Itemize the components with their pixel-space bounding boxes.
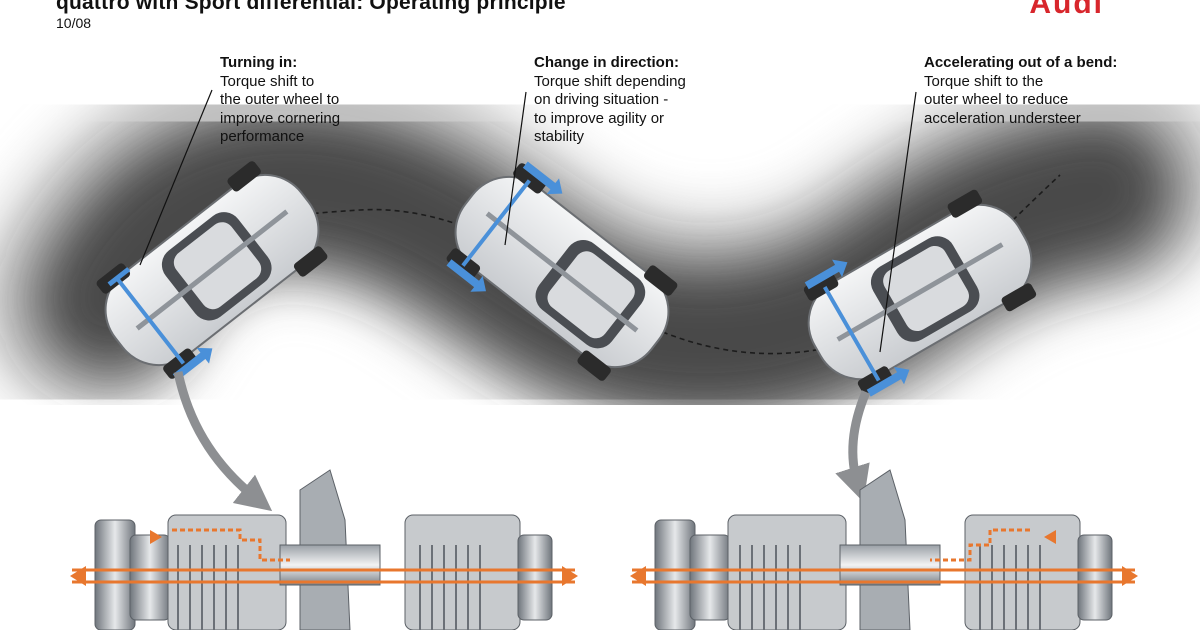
- callout-line: outer wheel to reduce: [924, 91, 1069, 108]
- callout-heading: Turning in:: [220, 54, 298, 71]
- callout-change-in-direction: Change in direction: Torque shift depend…: [534, 54, 686, 147]
- sport-differential-left: [70, 469, 578, 630]
- callout-accelerating-out: Accelerating out of a bend: Torque shift…: [924, 54, 1117, 128]
- link-arrow-left: [173, 371, 273, 512]
- callout-turning-in: Turning in: Torque shift to the outer wh…: [220, 54, 340, 147]
- car-change-in-direction: [446, 161, 678, 381]
- callout-line: Torque shift to the: [924, 72, 1044, 90]
- date-label: 10/08: [56, 15, 92, 31]
- page-title: quattro with Sport differential: Operati…: [56, 0, 566, 14]
- leader-line-3: [879, 91, 917, 353]
- leader-line-1: [139, 89, 213, 266]
- callout-line: Torque shift to: [220, 72, 315, 90]
- callout-line: performance: [220, 128, 305, 145]
- car-accelerating-out: [803, 189, 1037, 397]
- callout-line: to improve agility or: [534, 109, 665, 127]
- callout-line: the outer wheel to: [220, 91, 340, 108]
- callout-line: on driving situation -: [534, 91, 669, 108]
- link-arrow-right: [835, 390, 871, 503]
- car-turning-in: [96, 161, 328, 381]
- sport-differential-right: [630, 469, 1138, 630]
- callout-line: Torque shift depending: [534, 72, 686, 90]
- callout-line: acceleration understeer: [924, 109, 1081, 127]
- callout-heading: Accelerating out of a bend:: [924, 54, 1118, 71]
- callout-line: improve cornering: [220, 109, 341, 127]
- leader-line-2: [504, 91, 527, 246]
- callout-heading: Change in direction:: [534, 54, 680, 71]
- brand-logo: Audi: [1029, 0, 1104, 20]
- callout-line: stability: [534, 128, 585, 145]
